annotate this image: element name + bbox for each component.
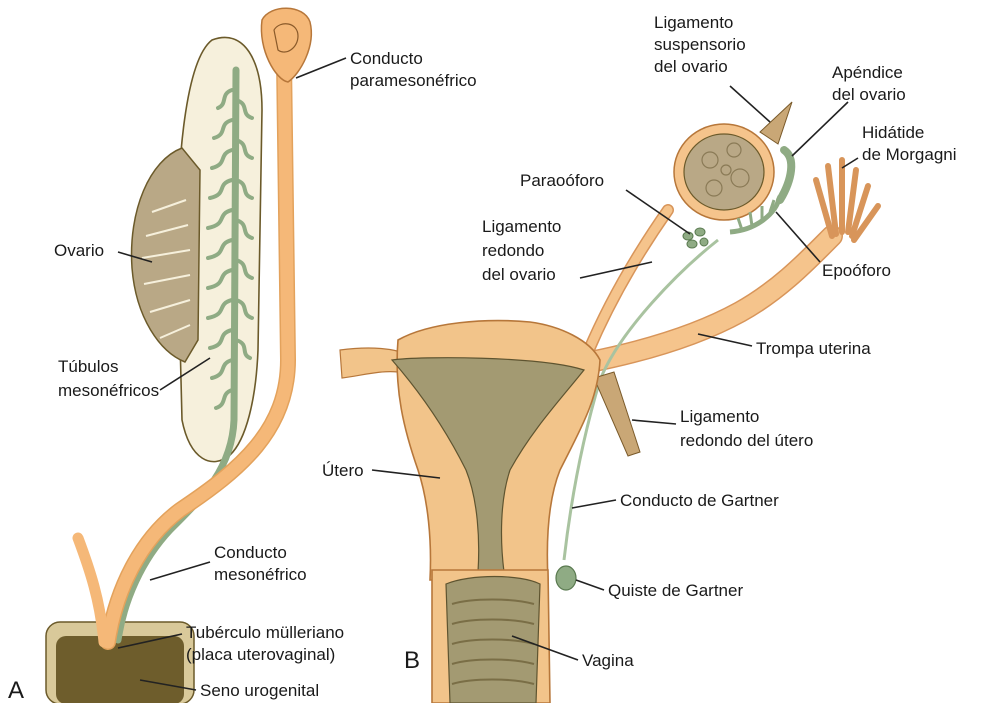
label-tubules-1: Túbulos bbox=[58, 357, 118, 376]
label-round-ovary-3: del ovario bbox=[482, 265, 556, 284]
label-uterus: Útero bbox=[322, 461, 364, 480]
leader-round-ovary bbox=[580, 262, 652, 278]
suspensory-ligament bbox=[760, 102, 792, 144]
label-suspensory-2: suspensorio bbox=[654, 35, 746, 54]
label-appendix-1: Apéndice bbox=[832, 63, 903, 82]
leader-appendix bbox=[792, 102, 848, 156]
label-sinus: Seno urogenital bbox=[200, 681, 319, 700]
paramesonephric-funnel bbox=[261, 8, 311, 82]
leader-gartner-cyst bbox=[576, 580, 604, 590]
urogenital-sinus bbox=[56, 636, 184, 703]
label-tube: Trompa uterina bbox=[756, 339, 871, 358]
label-ovary-a: Ovario bbox=[54, 241, 104, 260]
label-gartner-cyst: Quiste de Gartner bbox=[608, 581, 743, 600]
label-tubercle-1: Tubérculo mülleriano bbox=[186, 623, 344, 642]
gartner-cyst bbox=[556, 566, 576, 590]
label-paramesonephric-1: Conducto bbox=[350, 49, 423, 68]
label-appendix-2: del ovario bbox=[832, 85, 906, 104]
round-ligament-uterus bbox=[594, 372, 640, 456]
label-mesonephric-2: mesonéfrico bbox=[214, 565, 307, 584]
label-suspensory-1: Ligamento bbox=[654, 13, 733, 32]
label-tubules-2: mesonéfricos bbox=[58, 381, 159, 400]
label-vagina: Vagina bbox=[582, 651, 634, 670]
appendix-ovary bbox=[780, 150, 791, 200]
label-hydatid-2: de Morgagni bbox=[862, 145, 957, 164]
label-tubercle-2: (placa uterovaginal) bbox=[186, 645, 335, 664]
leader-gartner-duct bbox=[572, 500, 616, 508]
label-suspensory-3: del ovario bbox=[654, 57, 728, 76]
label-gartner-duct: Conducto de Gartner bbox=[620, 491, 779, 510]
panel-b: Ligamento suspensorio del ovario Apéndic… bbox=[322, 13, 957, 703]
panel-b-letter: B bbox=[404, 647, 420, 674]
label-round-uterus-1: Ligamento bbox=[680, 407, 759, 426]
leader-suspensory bbox=[730, 86, 770, 122]
label-paroophoron: Paraoóforo bbox=[520, 171, 604, 190]
panel-a-letter: A bbox=[8, 677, 24, 703]
leader-mesonephric bbox=[150, 562, 210, 580]
label-round-ovary-1: Ligamento bbox=[482, 217, 561, 236]
label-round-ovary-2: redondo bbox=[482, 241, 544, 260]
label-paramesonephric-2: paramesonéfrico bbox=[350, 71, 477, 90]
leader-round-uterus bbox=[632, 420, 676, 424]
label-hydatid-1: Hidátide bbox=[862, 123, 924, 142]
label-round-uterus-2: redondo del útero bbox=[680, 431, 813, 450]
label-epoophoron: Epoóforo bbox=[822, 261, 891, 280]
label-mesonephric-1: Conducto bbox=[214, 543, 287, 562]
